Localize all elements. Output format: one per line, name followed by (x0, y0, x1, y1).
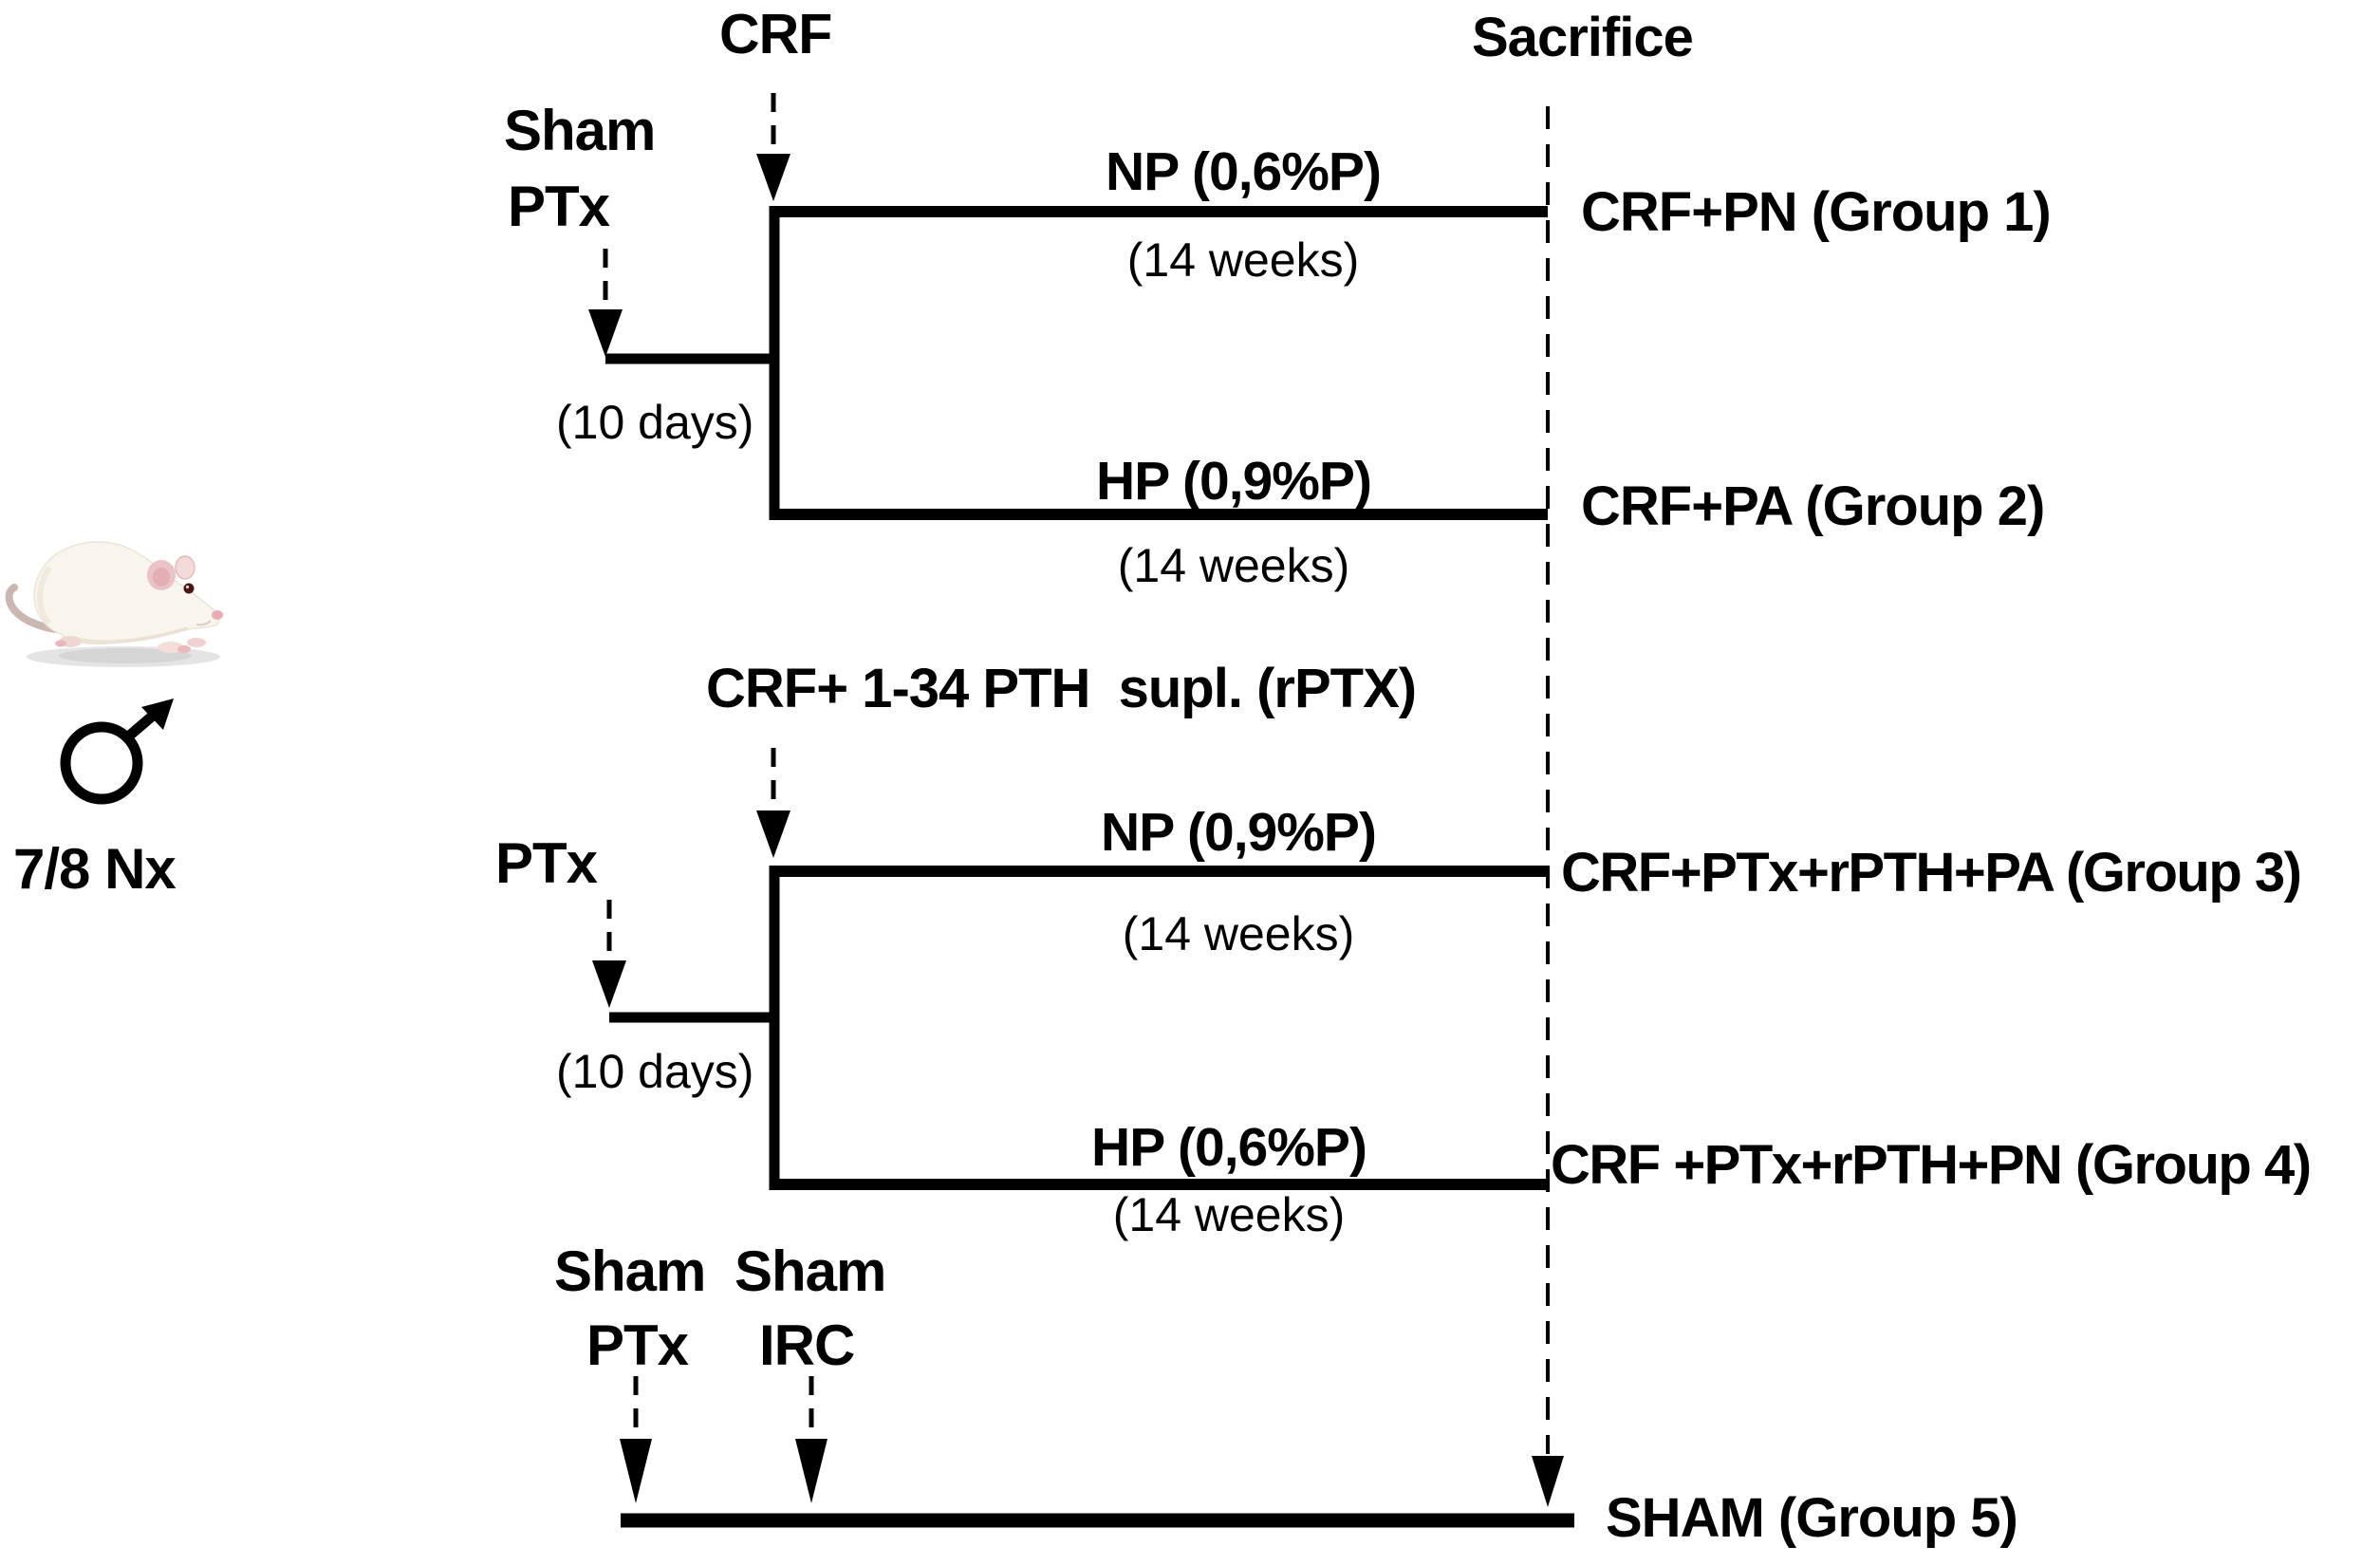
sacrifice-label: Sacrifice (1472, 7, 1694, 68)
sham-irc-arrow (795, 1376, 827, 1503)
branch2-lines (609, 866, 1548, 1190)
interval-10days-2: (10 days) (556, 1045, 754, 1098)
sham-ptx-arrow (588, 249, 623, 357)
group4-label: CRF +PTx+rPTH+PN (Group 4) (1551, 1134, 2312, 1196)
sham-label-bottom-1: Sham (554, 1239, 706, 1303)
ptx-label-mid: PTx (495, 831, 598, 895)
duration-14weeks-4: (14 weeks) (1112, 1188, 1346, 1241)
sham-label-bottom-2: Sham (734, 1239, 886, 1303)
sham-ptx-bottom-arrow (620, 1376, 652, 1503)
group3-label: CRF+PTx+rPTH+PA (Group 3) (1561, 842, 2302, 904)
diet-label-hp06: HP (0,6%P) (1091, 1117, 1367, 1178)
interval-10days-1: (10 days) (556, 396, 754, 449)
sacrifice-dashed-line (1532, 106, 1564, 1507)
diet-label-np06: NP (0,6%P) (1106, 141, 1382, 202)
group1-label: CRF+PN (Group 1) (1581, 181, 2052, 243)
crf-pth-arrow (756, 748, 790, 858)
sham-ptx-label-line1: Sham (504, 99, 656, 162)
albino-rat-image (5, 541, 223, 667)
sham-ptx-label-line2: PTx (508, 175, 610, 238)
crf-pth-event-label: CRF+ 1-34 PTH supl. (rPTX) (706, 658, 1417, 719)
group5-label: SHAM (Group 5) (1606, 1487, 2018, 1549)
crf-arrow (756, 93, 790, 201)
duration-14weeks-1: (14 weeks) (1126, 233, 1360, 287)
irc-label-bottom: IRC (759, 1313, 855, 1377)
diet-label-hp09: HP (0,9%P) (1096, 451, 1372, 512)
nephrectomy-model-label: 7/8 Nx (13, 837, 177, 901)
ptx-arrow (592, 900, 626, 1008)
crf-event-label: CRF (719, 3, 832, 65)
group2-label: CRF+PA (Group 2) (1581, 475, 2045, 537)
male-symbol-icon (60, 699, 174, 805)
duration-14weeks-2: (14 weeks) (1117, 539, 1350, 592)
branch1-lines (605, 206, 1548, 520)
ptx-label-bottom: PTx (586, 1313, 689, 1377)
duration-14weeks-3: (14 weeks) (1122, 907, 1355, 960)
diet-label-np09: NP (0,9%P) (1101, 802, 1377, 863)
